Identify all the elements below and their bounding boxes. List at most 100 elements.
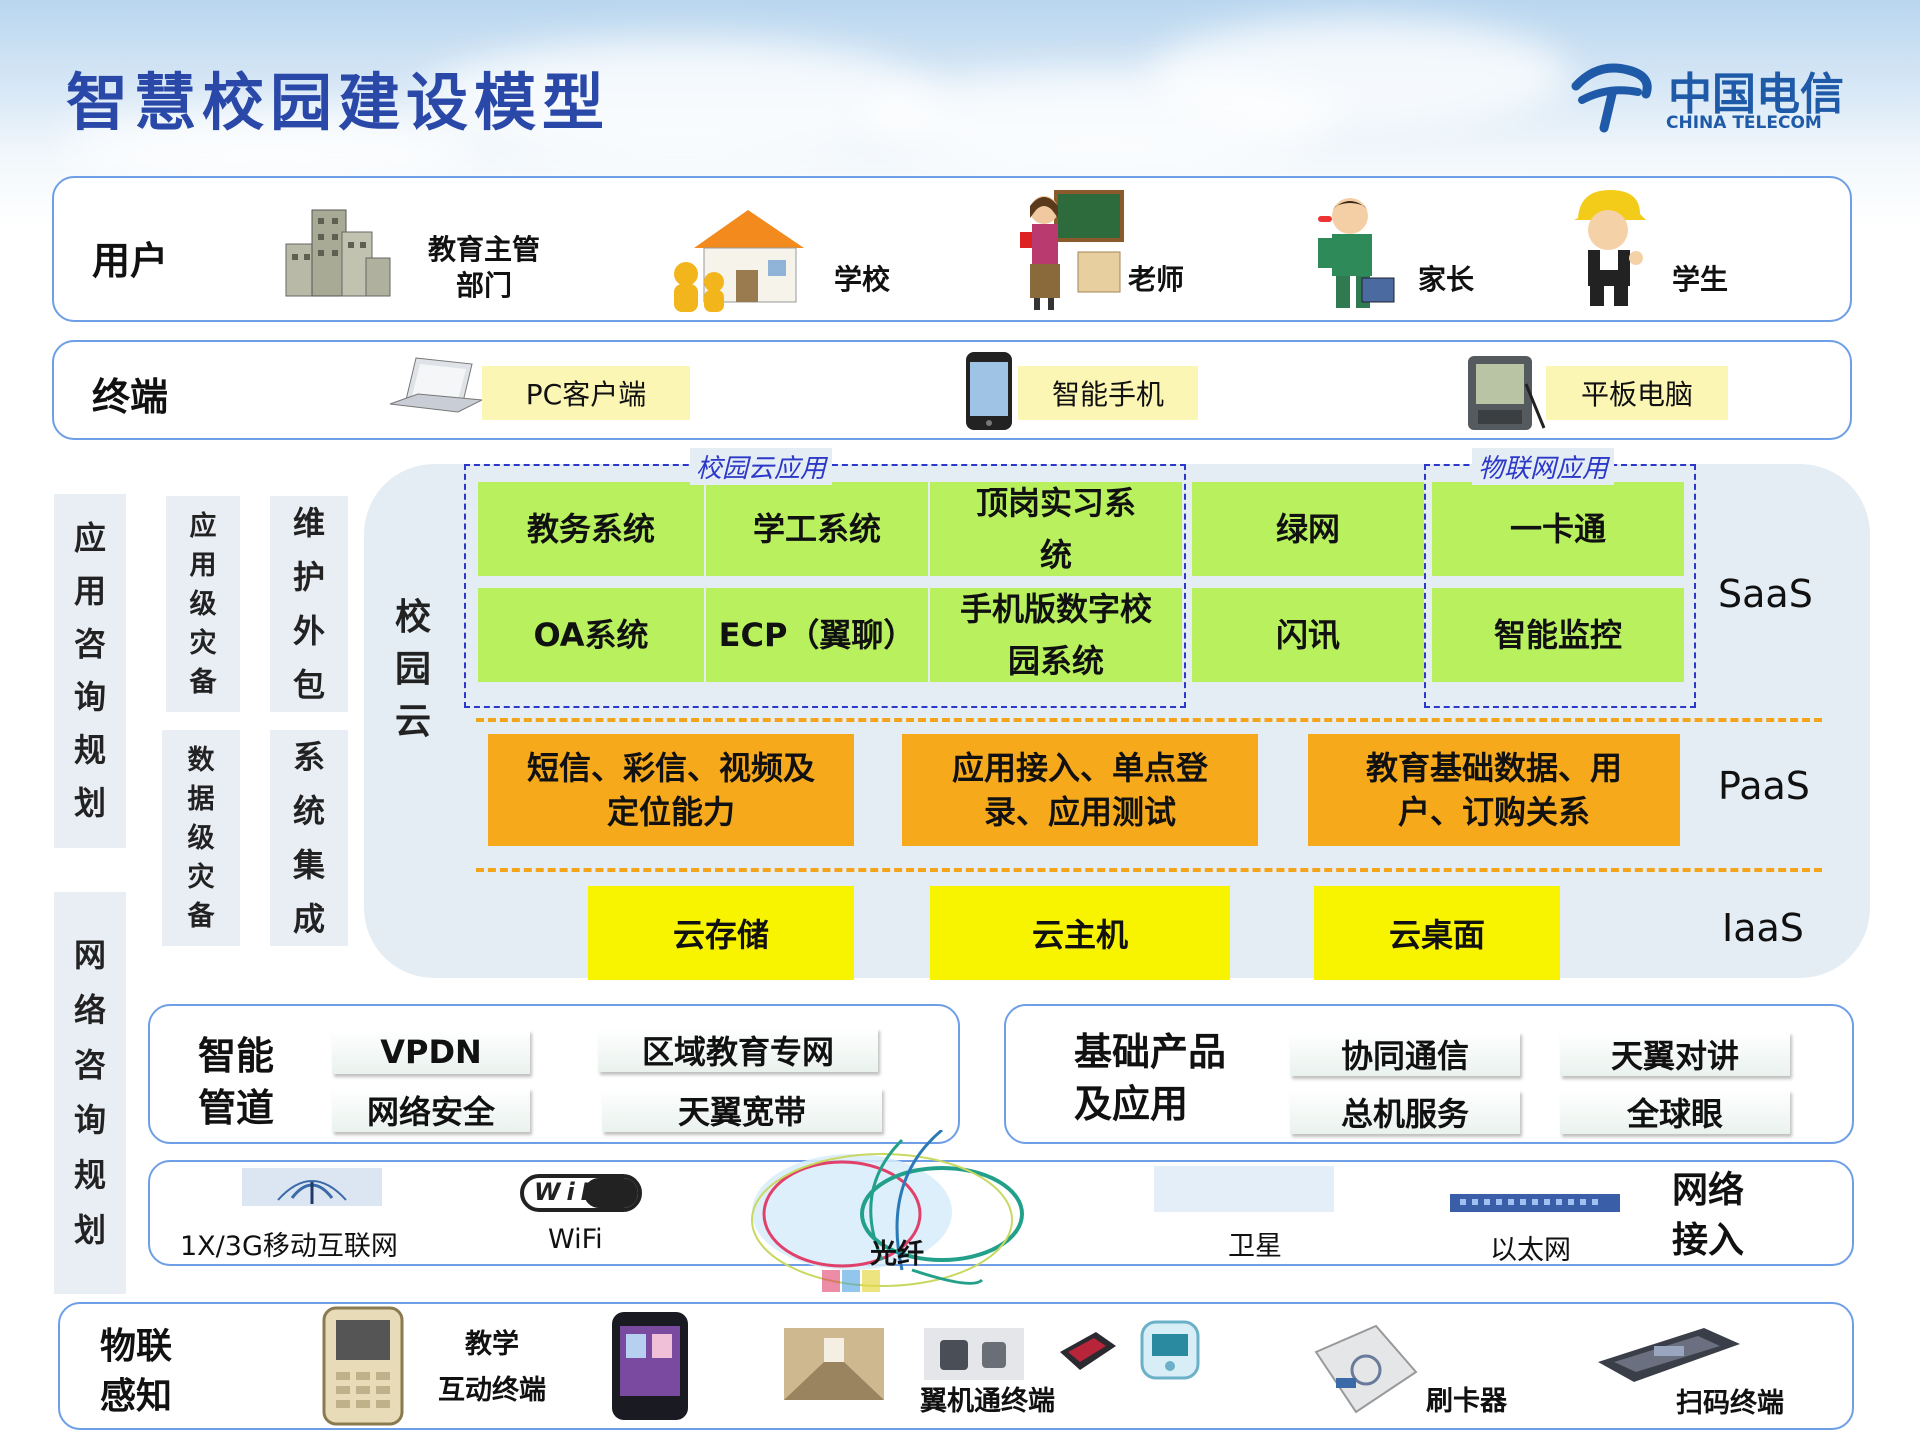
app-backup-char: 灾: [189, 627, 217, 659]
smart-pipe-label-line1: 智能: [198, 1034, 275, 1078]
teacher-icon: [1018, 188, 1124, 312]
satellite-icon: [1154, 1166, 1334, 1212]
paas-messaging: 短信、彩信、视频及定位能力: [488, 734, 854, 846]
iaas-label: IaaS: [1722, 906, 1804, 950]
iot-card-reader-label: 刷卡器: [1426, 1386, 1507, 1417]
app-consult-char: 询: [73, 678, 106, 716]
paas-label: PaaS: [1718, 764, 1810, 808]
net-consult-char: 询: [73, 1101, 106, 1139]
net-consult-char: 络: [73, 991, 106, 1029]
data-backup-char: 灾: [187, 861, 215, 893]
product-unified-comm: 协同通信: [1290, 1032, 1520, 1076]
app-consult-char: 咨: [73, 625, 106, 663]
net-ethernet-label: 以太网: [1490, 1235, 1571, 1266]
app-backup-char: 级: [189, 588, 217, 620]
user-edu-dept-line2: 部门: [455, 269, 512, 302]
pipe-regional-edu-net: 区域教育专网: [598, 1028, 878, 1072]
basic-products-label-line2: 及应用: [1074, 1082, 1189, 1126]
app-consult-char: 用: [73, 572, 106, 610]
saas-oa-system: OA系统: [478, 588, 704, 682]
app-backup-char: 应: [189, 510, 217, 542]
iaas-cloud-desktop: 云桌面: [1314, 886, 1560, 980]
touch-phone-icon: [610, 1310, 690, 1422]
saas-academic-affairs: 教务系统: [478, 482, 704, 576]
iot-teaching-line2: 互动终端: [438, 1375, 546, 1406]
campus-cloud-label: 校 园 云: [378, 590, 448, 750]
cell-tower-icon: [242, 1168, 382, 1206]
net-consult-char: 咨: [73, 1046, 106, 1084]
terminal-pc-client: PC客户端: [482, 366, 690, 420]
user-edu-dept-line1: 教育主管: [427, 233, 540, 266]
ethernet-switch-icon: [1450, 1192, 1620, 1214]
net-wifi-label: WiFi: [548, 1224, 603, 1255]
pipe-broadband: 天翼宽带: [602, 1088, 882, 1132]
basic-products-label: 基础产品 及应用: [1074, 1026, 1226, 1130]
user-edu-dept-label: 教育主管 部门: [414, 232, 554, 304]
integration-char: 系: [292, 738, 325, 776]
data-backup-column: 数 据 级 灾 备: [162, 730, 240, 946]
campus-apps-group: [464, 464, 1186, 708]
net-consult-char: 划: [73, 1211, 106, 1249]
campus-apps-title: 校园云应用: [690, 448, 833, 485]
saas-student-affairs: 学工系统: [706, 482, 928, 576]
net-fiber-label: 光纤: [870, 1239, 924, 1270]
iot-apps-group: [1424, 464, 1696, 708]
iot-teaching-line1: 教学: [465, 1329, 519, 1360]
logo-chinese: 中国电信: [1668, 69, 1844, 120]
iot-yijitong-label: 翼机通终端: [920, 1386, 1055, 1417]
saas-internship: 顶岗实习系统: [930, 482, 1182, 576]
china-telecom-logo-icon: [1568, 56, 1660, 134]
app-backup-char: 备: [189, 666, 217, 698]
net-satellite-label: 卫星: [1228, 1231, 1282, 1262]
app-backup-column: 应 用 级 灾 备: [166, 496, 240, 712]
data-backup-char: 据: [187, 783, 215, 815]
integration-char: 集: [292, 846, 325, 884]
laptop-icon: [388, 356, 484, 428]
access-device-icon: [924, 1328, 1024, 1380]
iot-teaching-terminal-label: 教学 互动终端: [438, 1322, 546, 1414]
user-teacher-label: 老师: [1128, 263, 1185, 296]
smart-pipe-label-line2: 管道: [198, 1086, 275, 1130]
user-school-label: 学校: [834, 263, 891, 296]
saas-mobile-campus: 手机版数字校园系统: [930, 588, 1182, 682]
wifi-logo-text: WiFi: [534, 1178, 618, 1206]
terminal-tablet: 平板电脑: [1546, 366, 1728, 420]
saas-green-net: 绿网: [1192, 482, 1424, 576]
paas-iaas-divider: [476, 868, 1822, 872]
integration-char: 成: [292, 900, 325, 938]
outsource-char: 外: [292, 612, 325, 650]
feature-phone-icon: [320, 1306, 406, 1426]
smart-pipe-label: 智能 管道: [198, 1030, 274, 1134]
outsource-char: 护: [292, 558, 325, 596]
basic-products-label-line1: 基础产品: [1074, 1030, 1227, 1074]
iot-scanner-label: 扫码终端: [1676, 1388, 1784, 1419]
saas-smart-monitoring: 智能监控: [1432, 588, 1684, 682]
terminal-smartphone: 智能手机: [1018, 366, 1198, 420]
data-backup-char: 备: [187, 900, 215, 932]
data-backup-char: 数: [187, 744, 215, 776]
logo-english: CHINA TELECOM: [1666, 113, 1822, 133]
network-access-label-line2: 接入: [1672, 1220, 1745, 1261]
iot-apps-title: 物联网应用: [1472, 448, 1615, 485]
tablet-icon: [1466, 354, 1546, 432]
network-access-label: 网络 接入: [1672, 1166, 1744, 1266]
fiber-optic-icon: [732, 1128, 1042, 1300]
iot-label-line2: 感知: [100, 1376, 173, 1417]
saas-flash-msg: 闪讯: [1192, 588, 1424, 682]
net-consulting-column: 网 络 咨 询 规 划: [54, 892, 126, 1294]
users-label: 用户: [92, 239, 169, 283]
app-consult-char: 应: [73, 519, 106, 557]
student-icon: [1570, 188, 1648, 310]
outsource-char: 维: [292, 504, 325, 542]
campus-cloud-char: 园: [394, 649, 431, 690]
app-consult-char: 规: [73, 731, 106, 769]
app-consult-char: 划: [73, 784, 106, 822]
iot-label: 物联 感知: [100, 1322, 172, 1422]
product-global-eye: 全球眼: [1560, 1090, 1790, 1134]
network-access-band: [148, 1160, 1854, 1266]
user-student-label: 学生: [1672, 263, 1729, 296]
card-reader-icon: [1306, 1322, 1420, 1416]
pipe-network-security: 网络安全: [332, 1088, 530, 1132]
parent-icon: [1304, 194, 1398, 312]
smart-pipe-band: [148, 1004, 960, 1144]
